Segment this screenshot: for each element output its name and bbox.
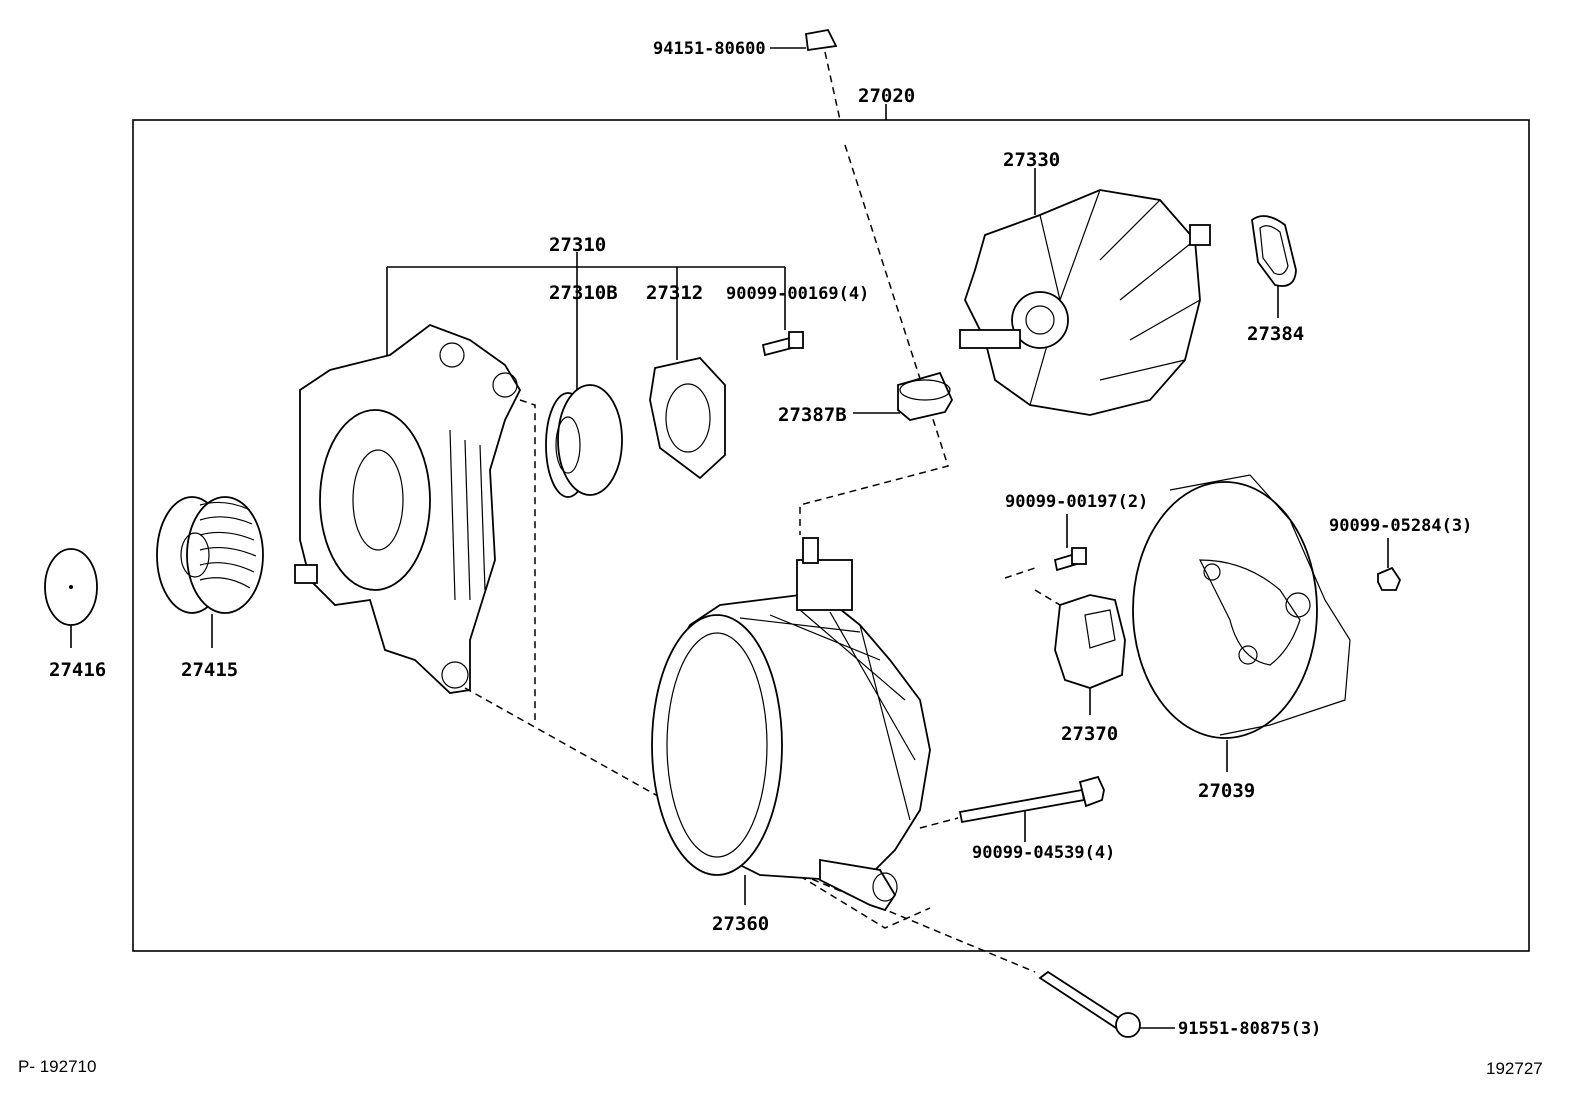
part-27384-ring[interactable] bbox=[1251, 215, 1297, 318]
part-27039-rear-cover[interactable] bbox=[1132, 474, 1351, 772]
label-27387B: 27387B bbox=[778, 404, 847, 426]
part-27387B-cover[interactable] bbox=[853, 371, 954, 421]
assembly-frame bbox=[132, 119, 1530, 952]
label-27370: 27370 bbox=[1061, 723, 1118, 745]
label-27360: 27360 bbox=[712, 913, 769, 935]
part-27330-rotor[interactable] bbox=[959, 168, 1211, 416]
label-27415: 27415 bbox=[181, 659, 238, 681]
footer-left-code: P- 192710 bbox=[18, 1057, 96, 1076]
label-27310B: 27310B bbox=[549, 282, 618, 304]
part-90099-00169-screw[interactable] bbox=[761, 331, 804, 357]
part-90099-05284-nut[interactable] bbox=[1377, 538, 1402, 591]
label-27039: 27039 bbox=[1198, 780, 1255, 802]
label-90099-00197: 90099-00197(2) bbox=[1005, 492, 1148, 512]
part-27310B-bearing[interactable] bbox=[545, 384, 623, 498]
label-91551-80875: 91551-80875(3) bbox=[1178, 1019, 1321, 1039]
part-90099-00197-screw[interactable] bbox=[1053, 514, 1087, 572]
label-90099-00169: 90099-00169(4) bbox=[726, 284, 869, 304]
part-90099-04539-bolt[interactable] bbox=[919, 775, 1105, 842]
label-94151-80600: 94151-80600 bbox=[653, 39, 766, 59]
label-27312: 27312 bbox=[646, 282, 703, 304]
label-90099-04539: 90099-04539(4) bbox=[972, 843, 1115, 863]
part-27360-stator[interactable] bbox=[651, 537, 931, 912]
label-27330: 27330 bbox=[1003, 149, 1060, 171]
part-27370-regulator[interactable] bbox=[1054, 594, 1126, 715]
part-27310-drive-end-frame[interactable] bbox=[294, 323, 522, 694]
part-94151-80600[interactable] bbox=[770, 28, 949, 535]
label-90099-05284: 90099-05284(3) bbox=[1329, 516, 1472, 536]
part-27312-retainer[interactable] bbox=[649, 357, 726, 480]
bracket-27310 bbox=[386, 252, 786, 390]
part-27415-pulley[interactable] bbox=[156, 496, 264, 648]
part-91551-80875-bolt[interactable] bbox=[1038, 970, 1175, 1038]
part-27416-cap[interactable] bbox=[44, 548, 98, 648]
label-27020: 27020 bbox=[858, 85, 915, 107]
footer-right-code: 192727 bbox=[1486, 1059, 1543, 1078]
label-27310: 27310 bbox=[549, 234, 606, 256]
label-27416: 27416 bbox=[49, 659, 106, 681]
label-27384: 27384 bbox=[1247, 323, 1304, 345]
